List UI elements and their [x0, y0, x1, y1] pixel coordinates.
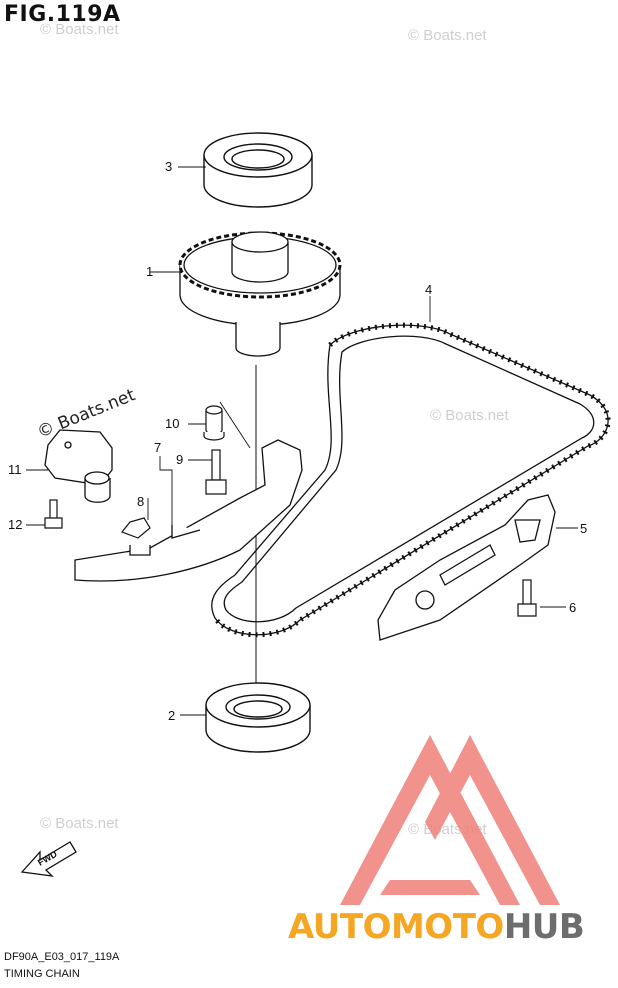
bearing-bottom	[205, 682, 311, 753]
brand-wordmark: AUTOMOTOHUB	[288, 907, 585, 947]
brand-part-2: HUB	[503, 907, 585, 947]
lever	[121, 517, 151, 539]
callout-1: 1	[146, 264, 153, 279]
watermark: © Boats.net	[40, 815, 119, 832]
logo-mark	[340, 735, 560, 905]
callout-2: 2	[168, 708, 175, 723]
callout-9: 9	[176, 452, 183, 467]
timing-chain	[211, 322, 611, 638]
leader-lines	[26, 166, 578, 716]
bolt-6	[517, 579, 537, 617]
callout-11: 11	[8, 462, 22, 477]
callout-12: 12	[8, 517, 22, 532]
chain-tensioner-guide	[74, 439, 303, 582]
chain-guide	[377, 494, 556, 641]
gear	[178, 231, 342, 357]
figure-code: DF90A_E03_017_119A	[4, 951, 120, 963]
callout-5: 5	[580, 521, 587, 536]
bolt-9	[205, 449, 227, 495]
callout-8: 8	[137, 494, 144, 509]
watermark: © Boats.net	[408, 27, 487, 44]
watermark: © Boats.net	[430, 407, 509, 424]
callout-4: 4	[425, 282, 432, 297]
fwd-arrow-icon: FWD	[20, 841, 77, 877]
tensioner-bracket	[44, 429, 113, 503]
bearing-top	[203, 132, 313, 208]
figure-title: FIG.119A	[4, 2, 121, 27]
callout-6: 6	[569, 600, 576, 615]
watermark: © Boats.net	[40, 21, 119, 38]
sleeve	[203, 405, 225, 441]
brand-part-1: AUTOMOTO	[288, 907, 504, 947]
callout-3: 3	[165, 159, 172, 174]
bolt-12	[44, 499, 63, 529]
callout-numbers: 1 2 3 4 5 6 7 8 9 10 11 12	[8, 159, 587, 723]
callout-7: 7	[154, 440, 161, 455]
callout-10: 10	[165, 416, 179, 431]
figure-caption: TIMING CHAIN	[4, 968, 80, 980]
